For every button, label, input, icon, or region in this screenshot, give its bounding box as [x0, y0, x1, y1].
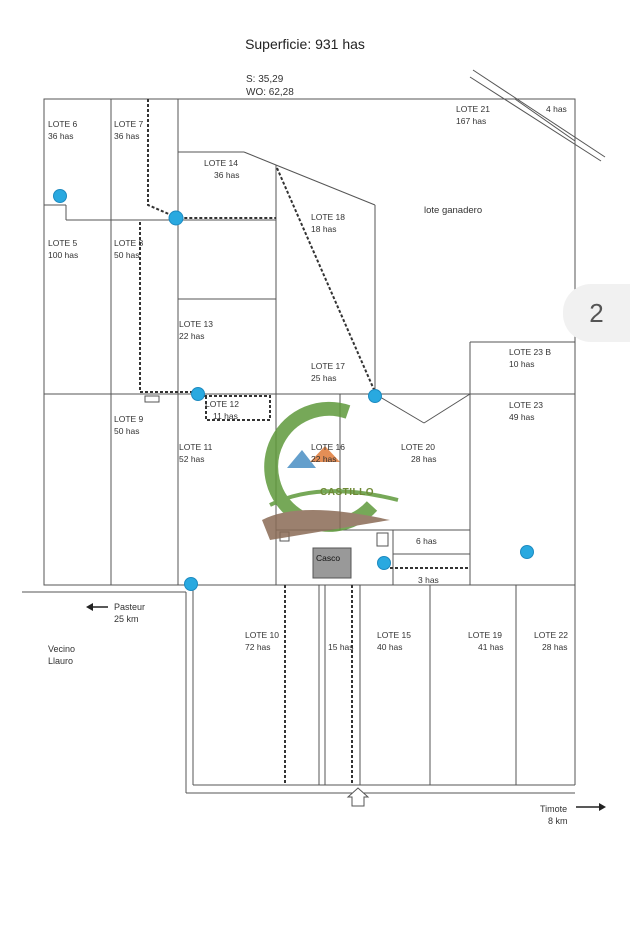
marker-southwest — [184, 577, 198, 591]
map-title: Superficie: 931 has — [245, 36, 365, 52]
lote-ganadero-label: lote ganadero — [424, 205, 483, 216]
logo-text: CASTILLO — [320, 487, 374, 498]
entrance-arrow — [346, 787, 370, 807]
road-diagonal-2 — [469, 76, 602, 162]
water-line-lote7 — [147, 99, 276, 219]
arrow-timote-head — [599, 803, 606, 811]
arrow-pasteur-head — [86, 603, 93, 611]
divider — [243, 151, 277, 166]
marker-lote23 — [520, 545, 534, 559]
coord-s: S: 35,29 — [246, 74, 284, 85]
divider-4has — [514, 98, 576, 142]
six-has-label: 6 has — [416, 536, 437, 546]
divider — [374, 393, 425, 424]
page-number-badge[interactable]: 2 — [563, 284, 630, 342]
marker-3has — [377, 556, 391, 570]
marker-lote12 — [191, 387, 205, 401]
divider — [423, 393, 471, 424]
road-diagonal — [472, 69, 606, 158]
fifteen-has-label: 15 has — [328, 642, 354, 652]
coord-wo: WO: 62,28 — [246, 87, 294, 98]
corner-4has-label: 4 has — [546, 104, 567, 114]
water-line-lote8 — [139, 222, 199, 393]
marker-lote7 — [168, 210, 184, 226]
divider — [275, 164, 376, 206]
small-box-lote8 — [144, 395, 160, 403]
casco-building — [312, 547, 352, 579]
water-line-diagonal — [276, 167, 376, 393]
casco-label: Casco — [316, 553, 341, 563]
water-line-lote12 — [204, 395, 271, 421]
marker-lote17 — [368, 389, 382, 403]
castillo-logo — [262, 401, 399, 540]
casco-small-right — [376, 532, 389, 547]
three-has-label: 3 has — [418, 575, 439, 585]
marker-lote5 — [53, 189, 67, 203]
